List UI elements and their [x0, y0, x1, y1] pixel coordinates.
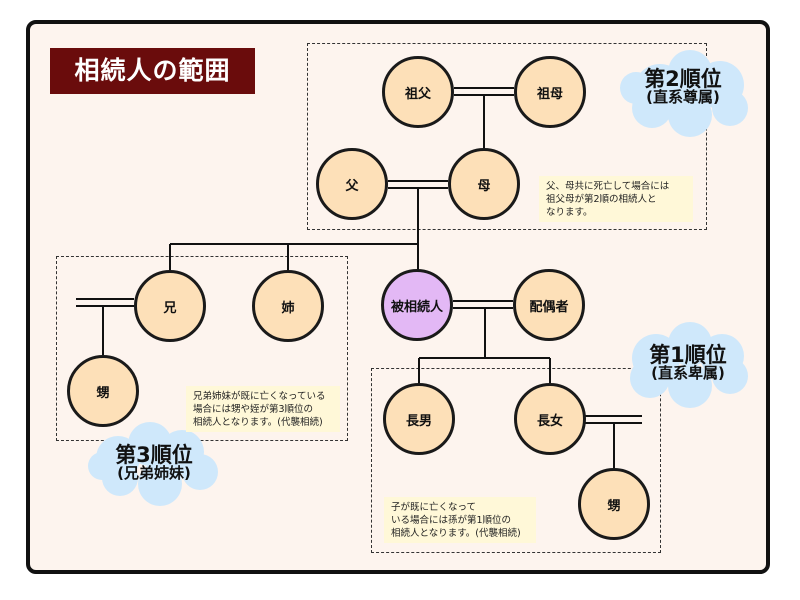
rank-first-title: 第1順位	[649, 343, 727, 367]
node-deceased: 被相続人	[381, 269, 453, 341]
node-eldest-son: 長男	[383, 383, 455, 455]
node-spouse: 配偶者	[513, 269, 585, 341]
rank-first-label: 第1順位 (直系卑属)	[636, 344, 740, 382]
node-mother: 母	[448, 148, 520, 220]
cloud-third-rank	[88, 422, 218, 506]
cloud-second-rank	[620, 50, 748, 137]
note-children: 子が既に亡くなって いる場合には孫が第1順位の 相続人となります。(代襲相続)	[384, 497, 536, 543]
ascendants-group	[307, 43, 707, 230]
siblings-group	[56, 256, 348, 441]
node-father: 父	[316, 148, 388, 220]
node-nephew: 甥	[67, 355, 139, 427]
rank-third-title: 第3順位	[115, 443, 193, 467]
rank-third-label: 第3順位 (兄弟姉妹)	[98, 444, 210, 482]
note-siblings: 兄弟姉妹が既に亡くなっている 場合には甥や姪が第3順位の 相続人となります。(代…	[186, 386, 340, 432]
node-elder-brother: 兄	[134, 270, 206, 342]
rank-second-label: 第2順位 (直系尊属)	[628, 68, 738, 106]
rank-second-sub: (直系尊属)	[646, 88, 720, 107]
cloud-first-rank	[630, 322, 748, 408]
node-grandchild: 甥	[578, 468, 650, 540]
note-parents: 父、母共に死亡して場合には 祖父母が第2順の相続人と なります。	[539, 176, 693, 222]
diagram-title: 相続人の範囲	[50, 48, 255, 94]
rank-third-sub: (兄弟姉妹)	[117, 464, 191, 483]
rank-first-sub: (直系卑属)	[651, 364, 725, 383]
node-elder-sister: 姉	[252, 270, 324, 342]
rank-second-title: 第2順位	[644, 67, 722, 91]
node-grandmother: 祖母	[514, 56, 586, 128]
descendants-group	[371, 368, 661, 553]
node-eldest-daughter: 長女	[514, 383, 586, 455]
node-grandfather: 祖父	[382, 56, 454, 128]
